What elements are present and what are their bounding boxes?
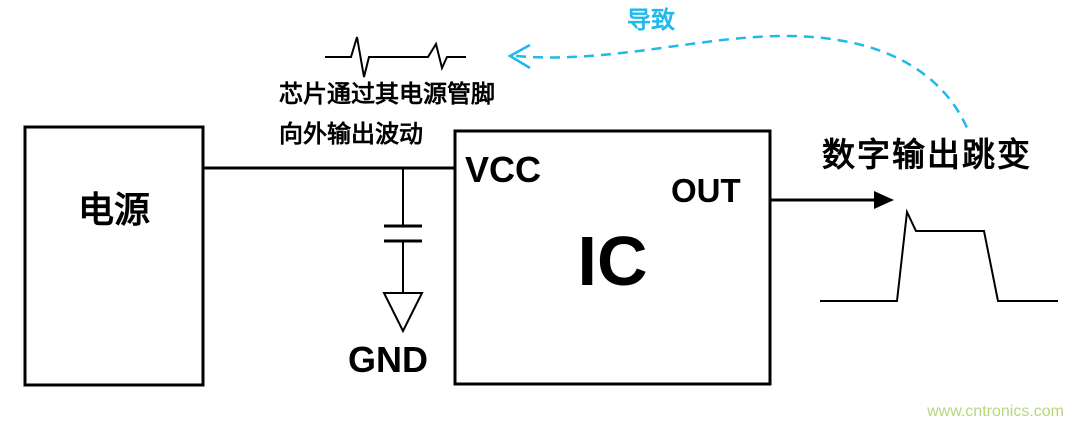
- pulse-waveform-icon: [820, 208, 1058, 302]
- annotation-line-2: 向外输出波动: [279, 121, 423, 148]
- vcc-pin-label: VCC: [465, 149, 542, 190]
- digital-output-jump-label: 数字输出跳变: [822, 136, 1032, 173]
- ic-box: [453, 129, 772, 386]
- capacitor-symbol-icon: [384, 168, 422, 293]
- output-arrow-icon: [770, 191, 894, 209]
- gnd-label: GND: [348, 339, 428, 380]
- power-supply-box: [23, 125, 205, 387]
- out-pin-label: OUT: [671, 172, 741, 209]
- dashed-cause-arrow-icon: [507, 34, 970, 131]
- annotation-line-1: 芯片通过其电源管脚: [279, 81, 495, 108]
- ic-label: IC: [577, 222, 648, 300]
- power-supply-label: 电源: [77, 189, 150, 230]
- cause-label: 导致: [627, 7, 675, 34]
- ground-symbol-icon: [382, 292, 424, 334]
- noise-spike-waveform-icon: [325, 36, 466, 78]
- watermark: www.cntronics.com: [927, 403, 1064, 420]
